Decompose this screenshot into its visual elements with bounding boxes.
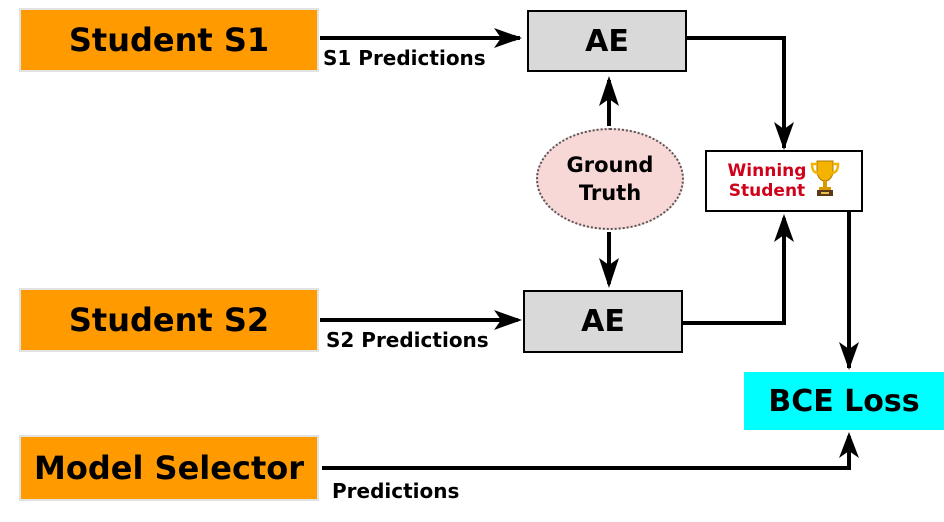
arrowhead-s2-ae [494, 310, 522, 330]
trophy-icon [810, 159, 840, 202]
s1-predictions-label: S1 Predictions [323, 46, 486, 70]
ground-truth-ellipse: Ground Truth [536, 128, 684, 230]
arrowhead-winning-top [774, 122, 794, 150]
arrowhead-bce-top [839, 342, 859, 370]
ground-truth-line2: Truth [578, 181, 642, 205]
arrowhead-gt-ae-top [599, 76, 619, 106]
ae-bottom-box: AE [523, 290, 683, 353]
winning-student-box: Winning Student [705, 150, 863, 212]
ground-truth-line1: Ground [566, 152, 654, 177]
predictions-label: Predictions [332, 479, 460, 503]
bce-loss-box: BCE Loss [744, 372, 944, 430]
arrow-selector-to-bce [322, 436, 851, 470]
ae-bottom-label: AE [581, 304, 625, 339]
model-selector-label: Model Selector [34, 449, 304, 487]
model-selector-box: Model Selector [19, 435, 319, 501]
arrowhead-bce-bottom [839, 432, 859, 458]
arrowhead-s1-ae [494, 28, 522, 48]
arrowhead-winning-bottom [774, 214, 794, 242]
s2-predictions-label: S2 Predictions [326, 328, 489, 352]
arrowhead-gt-ae-bottom [599, 258, 619, 288]
student-s2-box: Student S2 [19, 288, 319, 352]
arrow-ae-bottom-to-winning [682, 218, 786, 325]
bce-loss-label: BCE Loss [768, 383, 920, 419]
student-s2-label: Student S2 [68, 301, 270, 339]
winning-line2: Student [728, 181, 806, 201]
student-s1-box: Student S1 [19, 8, 319, 72]
winning-line1: Winning [727, 160, 807, 181]
ae-top-box: AE [527, 10, 687, 72]
arrow-ae-top-to-winning [686, 36, 786, 148]
student-s1-label: Student S1 [68, 21, 270, 59]
ae-top-label: AE [585, 23, 629, 59]
